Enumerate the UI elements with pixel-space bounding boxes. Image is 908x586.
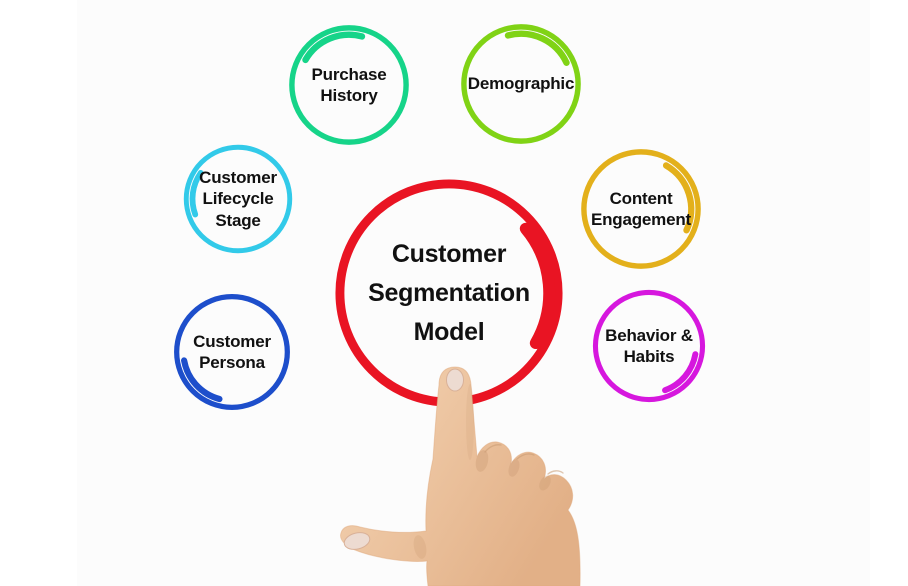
customer-persona-label: Customer Persona bbox=[193, 331, 271, 373]
pointing-hand-icon bbox=[340, 366, 581, 586]
behavior-habits-ring bbox=[592, 289, 706, 403]
node-customer-lifecycle-stage: Customer Lifecycle Stage bbox=[180, 141, 296, 257]
node-purchase-history: Purchase History bbox=[285, 21, 413, 149]
behavior-habits-label: Behavior & Habits bbox=[605, 325, 693, 367]
node-customer-persona: Customer Persona bbox=[170, 290, 294, 414]
index-fingernail bbox=[446, 368, 464, 392]
pointing-hand bbox=[320, 360, 600, 586]
customer-persona-ring bbox=[174, 294, 290, 410]
knuckle-creases bbox=[484, 444, 564, 475]
content-engagement-label: Content Engagement bbox=[590, 188, 692, 230]
content-engagement-ring bbox=[581, 149, 701, 269]
customer-lifecycle-stage-ring bbox=[183, 144, 293, 254]
node-behavior-habits: Behavior & Habits bbox=[589, 286, 709, 406]
customer-lifecycle-stage-label: Customer Lifecycle Stage bbox=[199, 167, 277, 230]
node-customer-segmentation-model: Customer Segmentation Model bbox=[330, 174, 568, 412]
hand-silhouette bbox=[340, 366, 581, 586]
purchase-history-label: Purchase History bbox=[311, 64, 387, 106]
center-label: Customer Segmentation Model bbox=[368, 239, 530, 346]
purchase-history-ring bbox=[289, 25, 409, 145]
demographic-label: Demographic bbox=[467, 74, 575, 94]
thumb-fingernail bbox=[343, 532, 371, 550]
demographic-ring bbox=[461, 24, 581, 144]
node-demographic: Demographic bbox=[457, 20, 585, 148]
hand-shading bbox=[413, 384, 551, 559]
node-content-engagement: Content Engagement bbox=[577, 145, 705, 273]
